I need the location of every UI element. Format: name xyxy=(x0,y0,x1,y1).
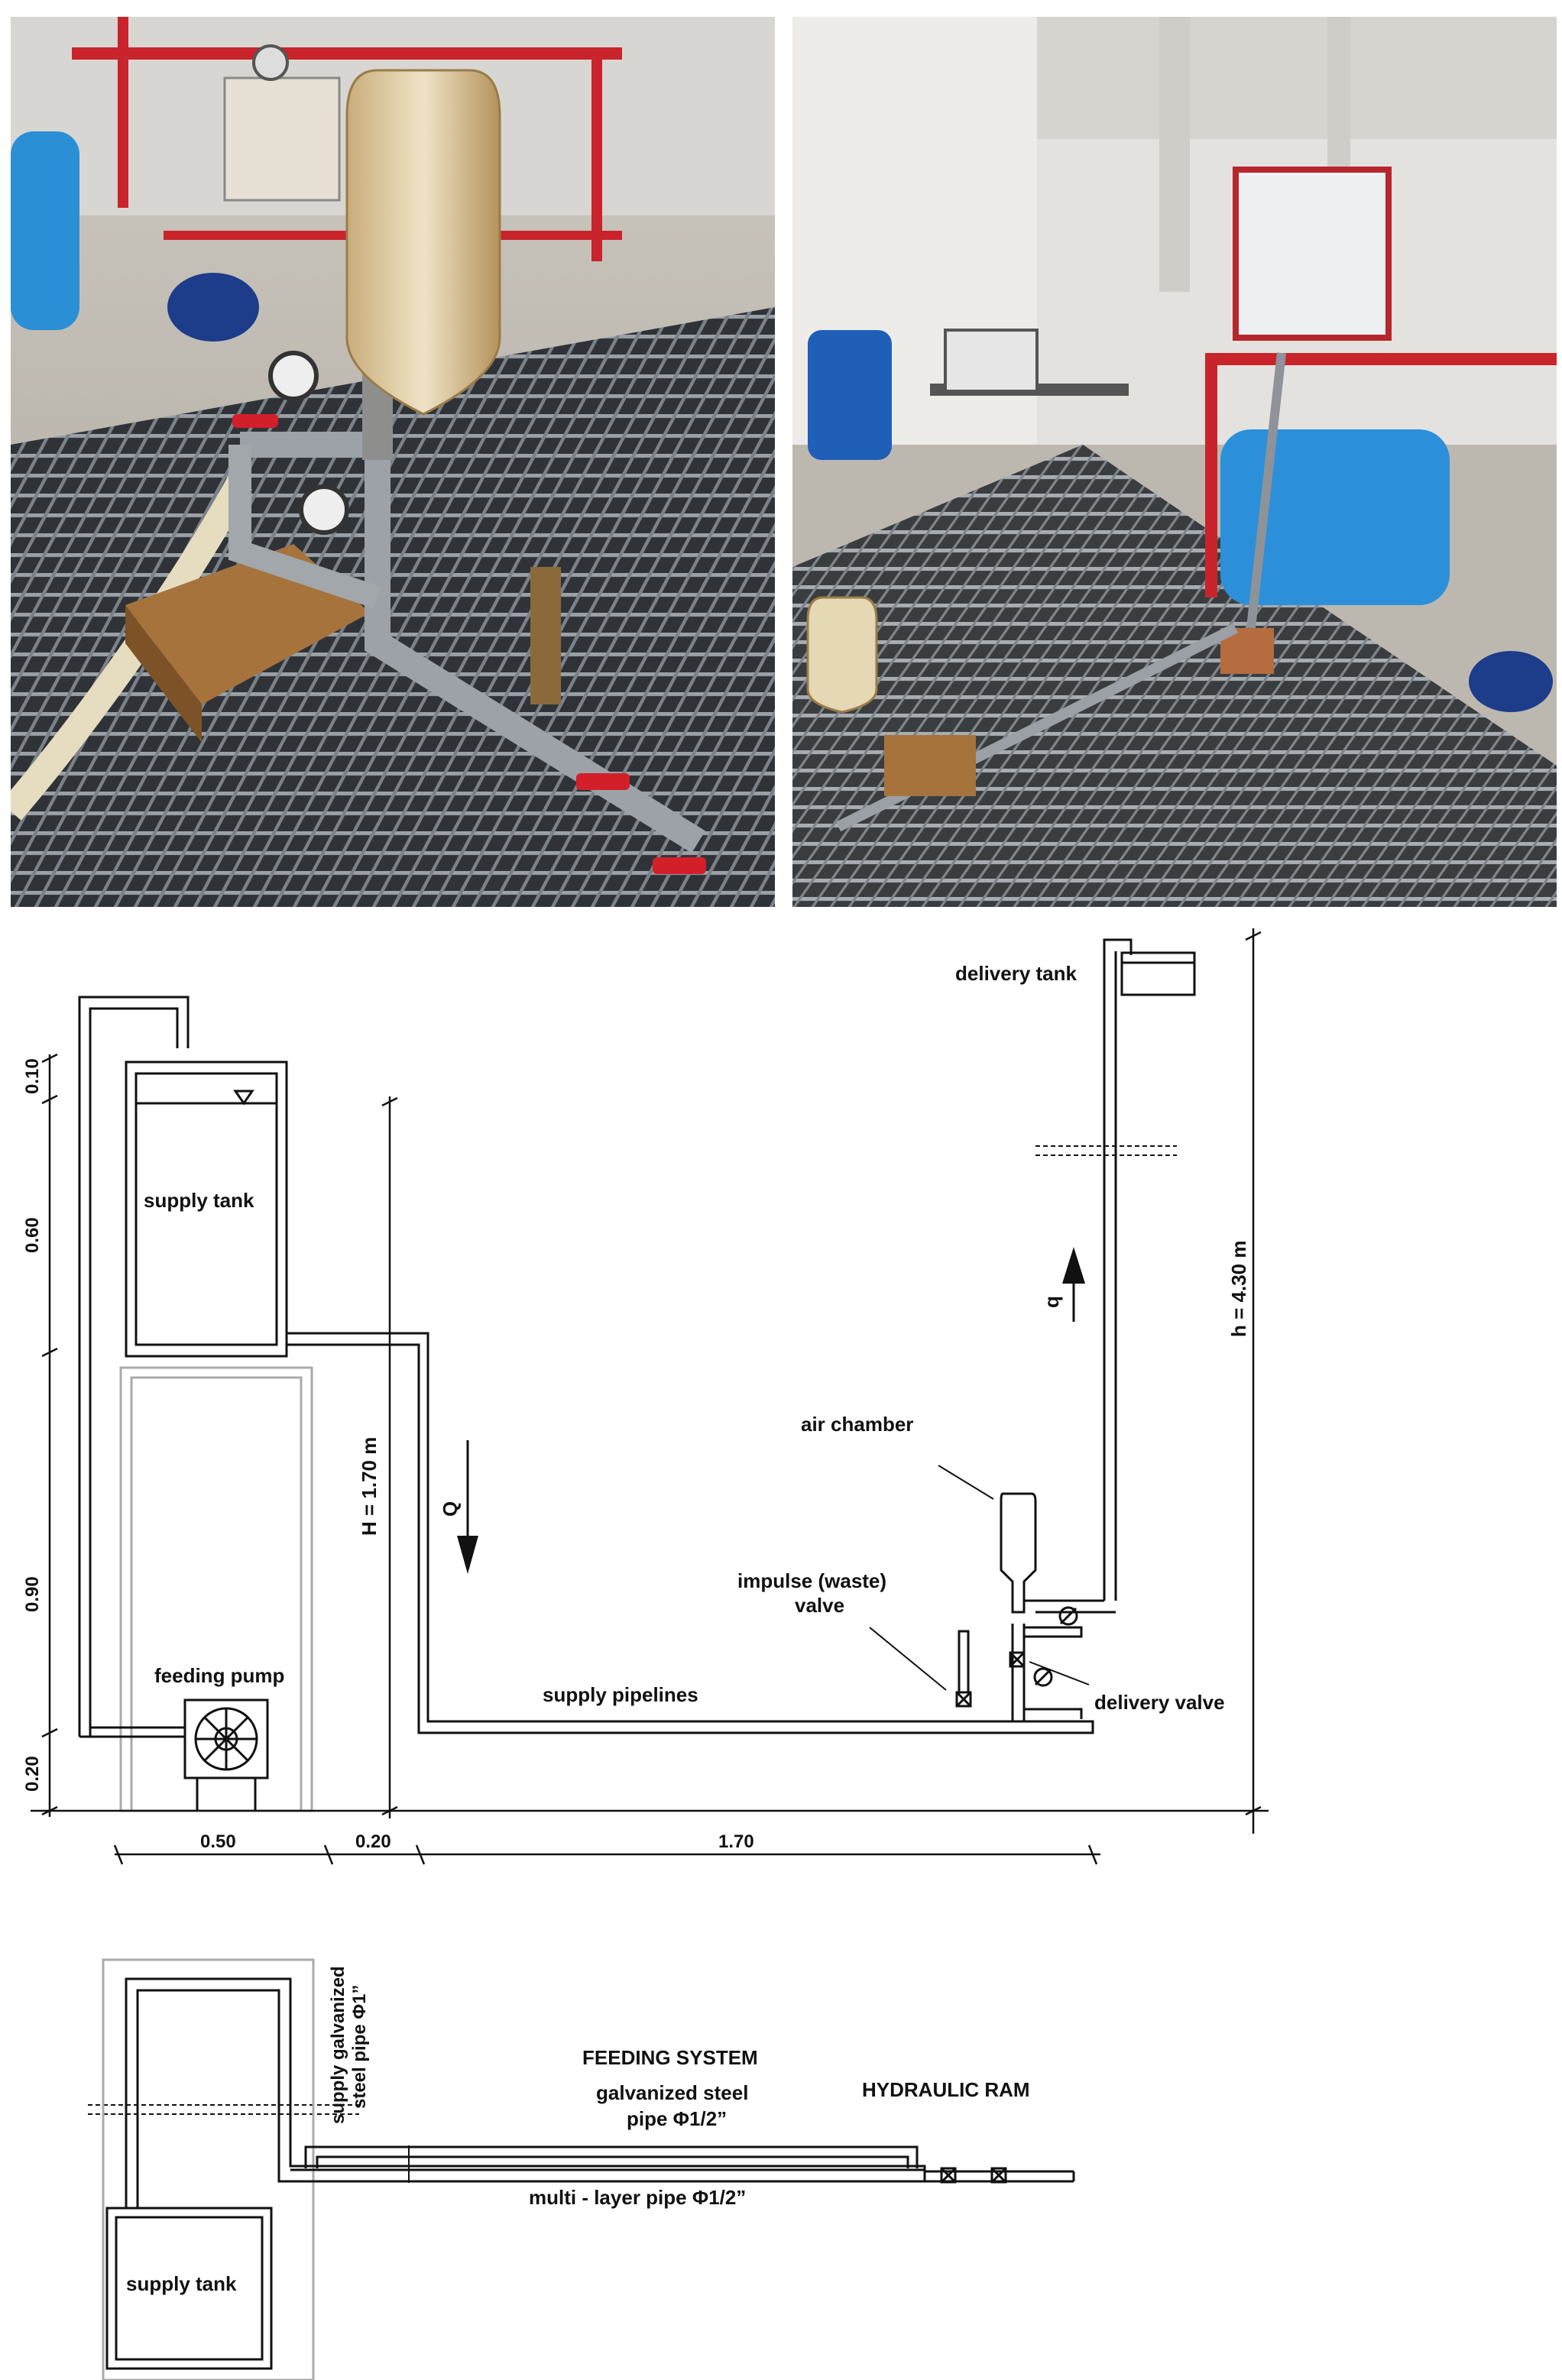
dim-0-20-vertical: 0.20 xyxy=(22,1756,43,1792)
arrow-down-icon xyxy=(457,1536,478,1574)
photo-hydraulic-ram-closeup xyxy=(11,17,775,907)
label-impulse-valve-2: valve xyxy=(795,1594,844,1617)
dim-1-70: 1.70 xyxy=(718,1831,754,1852)
plan-view xyxy=(102,1958,1075,2380)
label-feeding-pump: feeding pump xyxy=(154,1664,284,1687)
dim-0-10: 0.10 xyxy=(22,1058,43,1094)
label-delivery-tank: delivery tank xyxy=(955,962,1078,985)
monitor xyxy=(944,329,1039,393)
arrow-up-icon xyxy=(1062,1247,1085,1284)
gauge-lower-icon xyxy=(299,484,349,535)
blue-supply-tank xyxy=(1220,429,1450,605)
dim-0-50: 0.50 xyxy=(200,1831,236,1852)
label-supply-tank: supply tank xyxy=(144,1189,254,1212)
label-feeding-system: FEEDING SYSTEM xyxy=(582,2046,758,2069)
label-supply-pipe-1: supply galvanized xyxy=(328,1966,348,2124)
label-supply-pipelines: supply pipelines xyxy=(543,1683,698,1706)
elevation-view xyxy=(78,938,1196,1812)
feeding-pump-box xyxy=(183,1698,269,1779)
flow-arrows xyxy=(457,1247,1085,1574)
label-delivery-valve: delivery valve xyxy=(1094,1691,1225,1714)
dim-0-60: 0.60 xyxy=(22,1217,43,1253)
supply-tank xyxy=(125,1060,288,1358)
impulse-valve-icon xyxy=(955,1691,972,1708)
delivery-tank xyxy=(1120,951,1196,996)
plan-supply-tank xyxy=(105,2207,273,2370)
pressure-gauge-icon xyxy=(252,44,289,81)
air-chamber xyxy=(1000,1492,1037,1614)
dim-0-20-horizontal: 0.20 xyxy=(355,1831,391,1852)
label-hydraulic-ram: HYDRAULIC RAM xyxy=(862,2078,1030,2101)
pump xyxy=(167,273,259,342)
label-head-h: h = 4.30 m xyxy=(1227,1241,1250,1337)
dimension-lines xyxy=(31,928,1269,1865)
bottle-air-chamber xyxy=(345,69,501,416)
water-level-icon xyxy=(233,1090,254,1106)
label-air-chamber: air chamber xyxy=(801,1413,913,1436)
label-supply-pipe-2: steel pipe Φ1” xyxy=(349,1985,370,2109)
blue-tank xyxy=(11,131,79,330)
label-flow-Q: Q xyxy=(439,1501,462,1517)
pump xyxy=(1469,651,1553,712)
schematic-drawings: delivery tank supply tank feeding pump s… xyxy=(22,928,1269,2380)
gauge-upper-icon xyxy=(268,351,319,401)
blue-barrel xyxy=(808,330,892,460)
label-flow-q: q xyxy=(1040,1296,1063,1308)
plan-valve-2-icon xyxy=(990,2167,1007,2184)
label-galv-pipe-2: pipe Φ1/2” xyxy=(627,2107,727,2130)
photo-left-illustration xyxy=(11,17,775,907)
red-frame xyxy=(1205,353,1217,597)
label-impulse-valve-1: impulse (waste) xyxy=(737,1569,886,1592)
label-multilayer-pipe: multi - layer pipe Φ1/2” xyxy=(529,2186,746,2209)
photo-lab-overview xyxy=(792,17,1557,907)
floor-grating xyxy=(792,445,1557,907)
red-valve-handle xyxy=(576,773,630,790)
label-galv-pipe-1: galvanized steel xyxy=(596,2081,748,2104)
plan-valve-1-icon xyxy=(940,2167,957,2184)
dim-0-90: 0.90 xyxy=(22,1576,43,1612)
label-plan-supply-tank: supply tank xyxy=(126,2272,237,2295)
red-frame xyxy=(118,17,128,208)
label-head-H: H = 1.70 m xyxy=(358,1437,381,1536)
bottle-air-chamber xyxy=(806,596,878,714)
photo-right-illustration xyxy=(792,17,1557,907)
